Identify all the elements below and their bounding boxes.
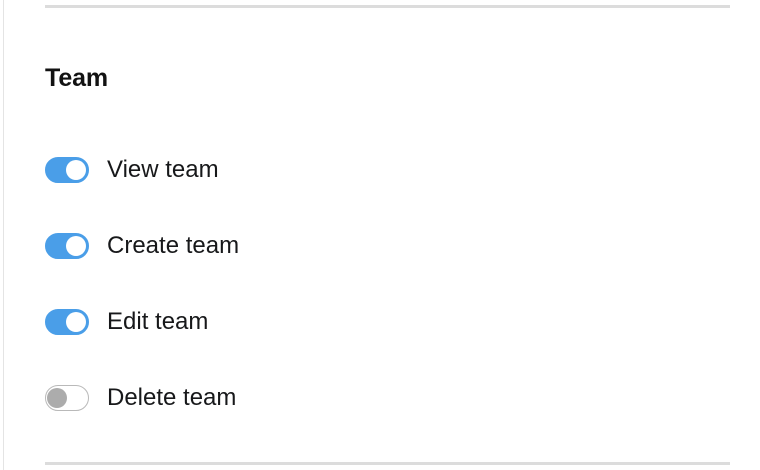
- toggle-knob-icon: [47, 388, 67, 408]
- page-title: Team: [45, 64, 109, 92]
- toggle-knob-icon: [66, 236, 86, 256]
- toggle-knob-icon: [66, 312, 86, 332]
- toggle-switch-edit-team[interactable]: [45, 309, 89, 335]
- toggle-knob-icon: [66, 160, 86, 180]
- permission-toggle-list: View team Create team Edit team Delete t…: [45, 157, 645, 411]
- list-item[interactable]: Delete team: [45, 385, 645, 411]
- panel-left-border: [3, 0, 4, 470]
- toggle-label-delete-team: Delete team: [107, 384, 237, 411]
- list-item[interactable]: Create team: [45, 233, 645, 259]
- toggle-switch-view-team[interactable]: [45, 157, 89, 183]
- section-divider-top: [45, 5, 730, 8]
- toggle-label-create-team: Create team: [107, 232, 240, 259]
- toggle-label-view-team: View team: [107, 156, 219, 183]
- toggle-switch-create-team[interactable]: [45, 233, 89, 259]
- list-item[interactable]: Edit team: [45, 309, 645, 335]
- section-divider-bottom: [45, 462, 730, 465]
- list-item[interactable]: View team: [45, 157, 645, 183]
- toggle-label-edit-team: Edit team: [107, 308, 209, 335]
- toggle-switch-delete-team[interactable]: [45, 385, 89, 411]
